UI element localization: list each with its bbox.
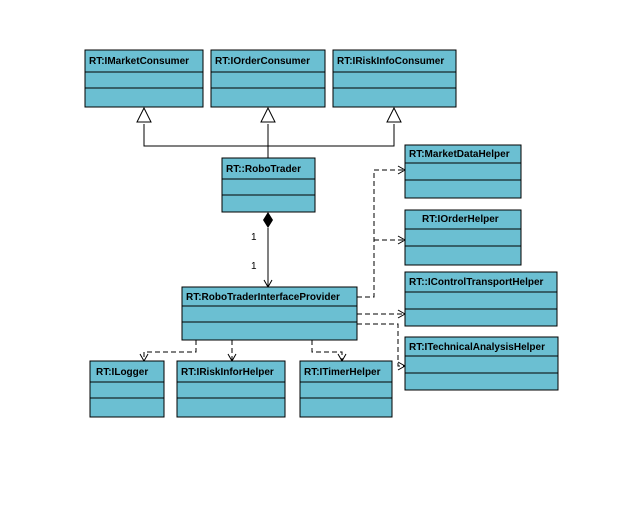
class-title: RT:IOrderHelper bbox=[422, 214, 499, 225]
dependency-line-logger bbox=[143, 340, 197, 360]
class-iorderconsumer[interactable]: RT:IOrderConsumer bbox=[210, 49, 326, 108]
class-title: RT:ILogger bbox=[96, 367, 148, 378]
class-robotrader[interactable]: RT::RoboTrader bbox=[221, 157, 316, 213]
generalization-arrowhead-risk-info-consumer bbox=[386, 106, 402, 123]
class-imarketconsumer[interactable]: RT:IMarketConsumer bbox=[84, 49, 204, 108]
class-title: RT:IMarketConsumer bbox=[89, 56, 189, 67]
generalization-arrowhead-market-consumer bbox=[136, 106, 152, 123]
class-itimerhelper[interactable]: RT:ITimerHelper bbox=[299, 360, 393, 418]
class-title: RT:MarketDataHelper bbox=[409, 149, 510, 160]
class-ilogger[interactable]: RT:ILogger bbox=[89, 360, 165, 418]
dependency-line-timer-helper bbox=[311, 340, 343, 360]
multiplicity-source: 1 bbox=[251, 232, 257, 243]
class-icontroltransporthelper[interactable]: RT::IControlTransportHelper bbox=[404, 271, 558, 327]
class-title: RT:IOrderConsumer bbox=[215, 56, 310, 67]
class-itechnicalanalysishelper[interactable]: RT:ITechnicalAnalysisHelper bbox=[404, 336, 559, 391]
dependency-line-technical-analysis-helper bbox=[357, 323, 404, 367]
generalization-line-risk-info-consumer bbox=[268, 124, 395, 147]
class-title: RT:RoboTraderInterfaceProvider bbox=[186, 292, 340, 303]
class-title: RT::IControlTransportHelper bbox=[409, 277, 544, 288]
composition-diamond bbox=[263, 212, 273, 228]
class-title: RT:IRiskInfoConsumer bbox=[337, 56, 444, 67]
class-title: RT:IRiskInforHelper bbox=[181, 367, 274, 378]
class-robotraderinterfaceprovider[interactable]: RT:RoboTraderInterfaceProvider bbox=[181, 286, 358, 341]
dependency-line-market-data-helper bbox=[357, 169, 404, 298]
class-iorderhelper[interactable]: RT:IOrderHelper bbox=[404, 209, 522, 266]
multiplicity-target: 1 bbox=[251, 261, 257, 272]
class-title: RT:ITechnicalAnalysisHelper bbox=[409, 342, 545, 353]
generalization-arrowhead-order-consumer bbox=[260, 106, 276, 123]
class-title: RT::RoboTrader bbox=[226, 164, 301, 175]
class-iriskinforhelper[interactable]: RT:IRiskInforHelper bbox=[176, 360, 286, 418]
class-title: RT:ITimerHelper bbox=[304, 367, 381, 378]
generalization-line-market-consumer bbox=[143, 124, 269, 158]
class-iriskinfoconsumer[interactable]: RT:IRiskInfoConsumer bbox=[332, 49, 457, 108]
class-marketdatahelper[interactable]: RT:MarketDataHelper bbox=[404, 144, 522, 199]
